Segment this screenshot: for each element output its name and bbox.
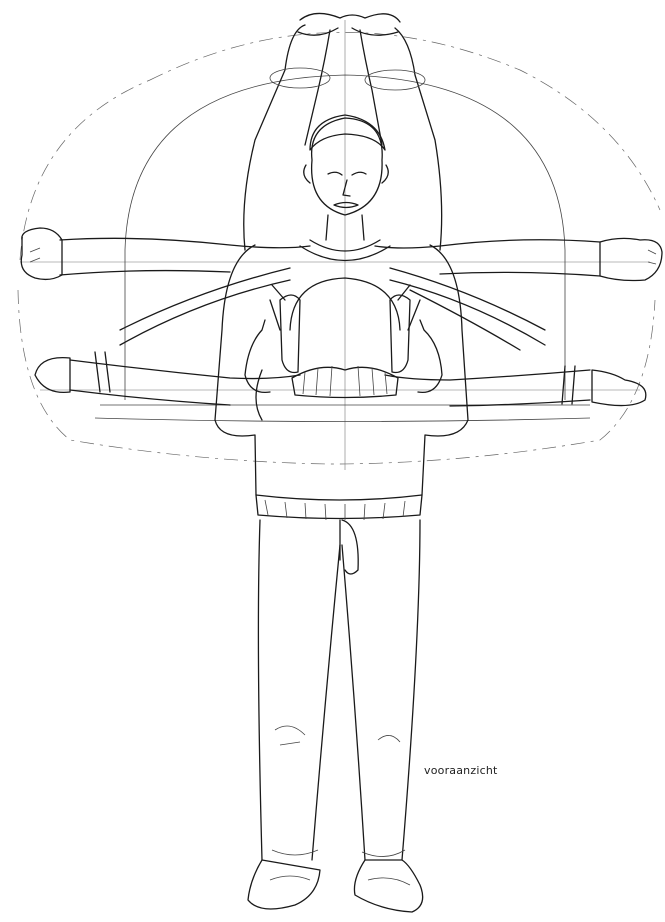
view-caption: vooraanzicht [424,764,498,777]
hands-and-bowl [245,278,442,398]
horizontal-arms [21,228,662,281]
diagonal-arms [120,268,545,350]
outer-reach-envelope [18,32,660,464]
legs [258,520,420,860]
head [304,115,389,240]
shoes [248,860,423,912]
